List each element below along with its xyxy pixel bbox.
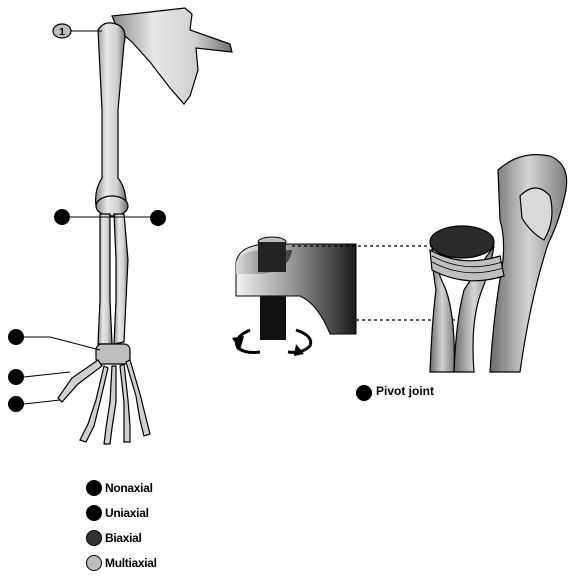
- callout-shoulder-number: 1: [59, 27, 65, 38]
- scapula: [112, 8, 232, 104]
- legend-label: Uniaxial: [105, 506, 149, 520]
- radius: [98, 214, 112, 344]
- humerus: [96, 23, 126, 206]
- legend-label: Biaxial: [105, 531, 142, 545]
- legend-item-uniaxial: Uniaxial: [86, 502, 149, 524]
- hand-bones: [58, 360, 150, 444]
- legend-label: Nonaxial: [105, 481, 153, 495]
- legend-dot-uniaxial: [86, 505, 102, 521]
- legend-item-nonaxial: Nonaxial: [86, 477, 153, 499]
- elbow-condyles: [96, 196, 128, 216]
- pivot-joint-label: Pivot joint: [376, 384, 434, 398]
- radius-head: [430, 226, 494, 258]
- arm-skeleton: [58, 8, 232, 444]
- pivot-joint-dot: [356, 385, 372, 401]
- legend-label: Multiaxial: [105, 556, 157, 570]
- radioulnar-detail: [430, 155, 567, 372]
- pivot-stem: [260, 296, 286, 340]
- legend-dot-biaxial: [86, 530, 102, 546]
- pivot-model: [232, 237, 356, 356]
- legend-item-multiaxial: Multiaxial: [86, 552, 157, 574]
- callout-thumb: [8, 396, 24, 412]
- pivot-cylinder: [258, 242, 286, 272]
- legend-dot-multiaxial: [86, 555, 102, 571]
- legend-item-biaxial: Biaxial: [86, 527, 142, 549]
- callout-wrist-2: [8, 369, 24, 385]
- callout-elbow-right: [150, 210, 166, 226]
- callout-elbow-left: [54, 209, 70, 225]
- ulna: [114, 214, 128, 344]
- arm-callouts: 1: [8, 24, 166, 412]
- callout-wrist-1: [8, 329, 24, 345]
- carpals: [96, 344, 130, 364]
- legend-dot-nonaxial: [86, 480, 102, 496]
